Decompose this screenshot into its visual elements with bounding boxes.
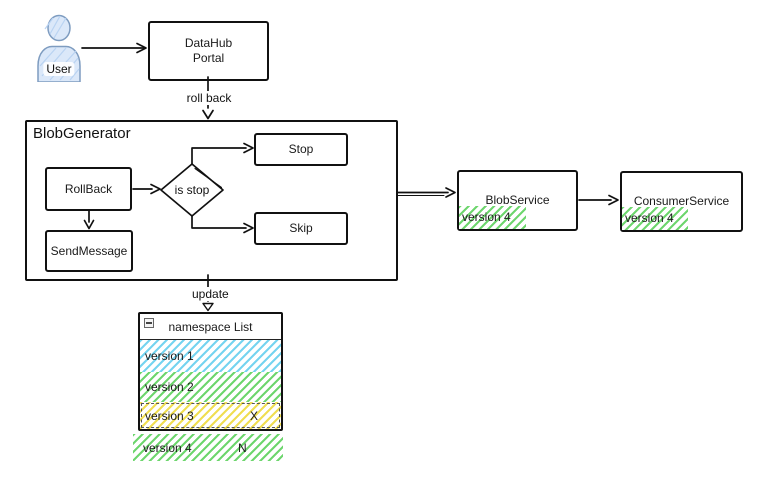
blobservice-version-badge: version 4 — [459, 206, 526, 229]
stop-label: Stop — [288, 142, 314, 156]
edge-decision-skip[interactable] — [191, 215, 254, 234]
consumerservice-version-badge: version 4 — [622, 207, 688, 230]
blobservice-node[interactable]: BlobService version 4 — [457, 170, 578, 231]
edge-rollback-sendmessage[interactable] — [83, 210, 95, 230]
user-actor-label: User — [43, 62, 75, 76]
consumerservice-label: ConsumerService — [633, 194, 730, 208]
decision-label: is stop — [174, 183, 210, 197]
rollback-node[interactable]: RollBack — [45, 167, 132, 211]
edge-user-datahub[interactable] — [81, 42, 147, 54]
decision-diamond-node[interactable] — [160, 163, 224, 217]
edge-decision-stop[interactable] — [191, 142, 254, 165]
table-row-version-2[interactable]: version 2 — [140, 372, 281, 402]
sendmessage-label: SendMessage — [50, 243, 128, 258]
skip-label: Skip — [289, 221, 313, 235]
datahub-portal-label: DataHub Portal — [184, 36, 233, 65]
skip-node[interactable]: Skip — [254, 212, 348, 245]
namespace-list-header: namespace List — [140, 314, 281, 340]
edge-blobgenerator-blobservice[interactable] — [397, 187, 456, 198]
edge-rollback-decision[interactable] — [132, 183, 161, 195]
update-edge-label: update — [189, 287, 231, 301]
stop-node[interactable]: Stop — [254, 133, 348, 166]
rollback-edge-label: roll back — [183, 91, 235, 105]
version-4-flag: N — [238, 440, 247, 455]
edge-blobservice-consumerservice[interactable] — [578, 194, 619, 206]
sendmessage-node[interactable]: SendMessage — [45, 230, 133, 272]
table-row-version-4[interactable]: version 4 N — [133, 434, 283, 461]
version-3-flag: X — [250, 408, 259, 423]
namespace-list-title: namespace List — [168, 319, 253, 334]
rollback-label: RollBack — [64, 181, 113, 196]
blobservice-label: BlobService — [485, 193, 550, 207]
blobgenerator-container[interactable]: BlobGenerator — [25, 120, 398, 281]
collapse-icon[interactable] — [144, 318, 154, 328]
table-row-version-3[interactable]: version 3 X — [140, 402, 281, 429]
table-row-version-1[interactable]: version 1 — [140, 340, 281, 372]
user-actor-node[interactable]: User — [36, 14, 82, 83]
consumerservice-node[interactable]: ConsumerService version 4 — [620, 171, 743, 232]
namespace-list-table[interactable]: namespace List version 1 version 2 versi… — [138, 312, 283, 431]
blobgenerator-label: BlobGenerator — [33, 125, 131, 142]
